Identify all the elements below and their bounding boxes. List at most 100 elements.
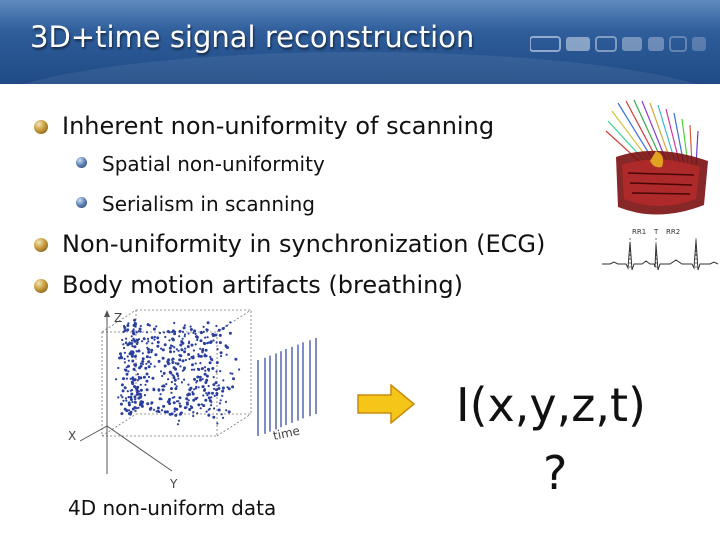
data-point xyxy=(188,357,191,361)
data-point xyxy=(151,342,154,345)
data-point xyxy=(152,388,156,392)
data-point xyxy=(145,379,149,383)
data-point xyxy=(214,381,218,385)
data-point xyxy=(127,401,131,405)
data-point xyxy=(158,331,162,335)
data-point xyxy=(127,396,130,399)
data-point xyxy=(216,348,219,351)
data-point xyxy=(178,404,182,408)
data-point xyxy=(133,368,136,371)
data-point xyxy=(145,355,149,359)
data-point xyxy=(195,385,198,388)
data-point xyxy=(182,326,186,330)
data-point xyxy=(226,346,229,349)
data-point xyxy=(145,362,148,365)
data-point xyxy=(205,374,209,378)
ecg-label-rr1: RR1 xyxy=(632,228,646,236)
data-point xyxy=(185,406,188,409)
data-point xyxy=(176,362,180,366)
data-point xyxy=(208,407,211,410)
data-point xyxy=(178,329,182,333)
data-point xyxy=(125,399,128,402)
data-point xyxy=(181,330,185,333)
data-point xyxy=(166,400,170,404)
slide-title: 3D+time signal reconstruction xyxy=(30,20,475,54)
data-point xyxy=(178,396,182,400)
data-point xyxy=(234,357,238,361)
data-point xyxy=(127,359,130,362)
data-point xyxy=(211,367,215,370)
data-point xyxy=(197,354,201,358)
data-point xyxy=(181,359,185,363)
data-point xyxy=(130,335,133,338)
data-point xyxy=(160,409,164,412)
data-point xyxy=(129,395,133,399)
data-point xyxy=(133,385,136,388)
data-point xyxy=(215,370,218,373)
data-point xyxy=(115,378,118,381)
data-point xyxy=(207,384,210,388)
data-point xyxy=(133,322,136,325)
data-point xyxy=(201,351,204,354)
data-point xyxy=(135,331,138,334)
data-point xyxy=(139,376,143,380)
data-point xyxy=(145,388,149,392)
data-point xyxy=(192,411,195,414)
data-point xyxy=(126,390,129,393)
data-point xyxy=(127,364,130,368)
data-point xyxy=(122,399,125,402)
data-point xyxy=(194,343,197,346)
data-point xyxy=(187,392,191,396)
data-point xyxy=(122,324,126,328)
data-point xyxy=(122,346,126,350)
data-point xyxy=(170,391,173,394)
data-point xyxy=(211,359,214,362)
data-point xyxy=(215,392,219,395)
data-point xyxy=(153,335,156,339)
data-point xyxy=(229,372,232,375)
data-point xyxy=(122,377,125,381)
data-point xyxy=(147,360,151,364)
data-point xyxy=(213,394,216,397)
data-point xyxy=(150,348,154,352)
data-point xyxy=(120,383,124,387)
data-point xyxy=(164,335,167,339)
data-point xyxy=(120,394,123,397)
data-point xyxy=(190,368,194,371)
data-point xyxy=(125,337,128,340)
data-point xyxy=(165,410,169,414)
data-point xyxy=(147,348,151,351)
data-point xyxy=(127,409,131,412)
data-point xyxy=(184,347,187,350)
data-point xyxy=(162,371,166,375)
data-point xyxy=(195,335,199,339)
data-point xyxy=(217,328,221,332)
data-point xyxy=(187,332,190,335)
data-point xyxy=(192,349,195,352)
bullet-gold-icon xyxy=(34,120,48,134)
data-point xyxy=(177,400,180,403)
data-point xyxy=(130,392,134,396)
data-point xyxy=(226,386,229,389)
data-point xyxy=(122,330,125,334)
data-point xyxy=(141,357,145,361)
data-point xyxy=(199,347,202,350)
data-point xyxy=(130,388,134,392)
data-point xyxy=(191,391,194,394)
data-point xyxy=(188,408,192,411)
data-point xyxy=(142,375,146,379)
data-point xyxy=(169,350,172,354)
title-bar: 3D+time signal reconstruction xyxy=(0,0,720,84)
data-point xyxy=(179,354,183,358)
data-point xyxy=(211,391,214,395)
data-point xyxy=(221,386,225,390)
data-point xyxy=(227,410,231,414)
data-point xyxy=(215,361,219,365)
data-point xyxy=(149,356,152,359)
data-point xyxy=(201,378,204,381)
data-point xyxy=(145,342,148,345)
axis-label-y: Y xyxy=(169,477,178,491)
data-point xyxy=(152,408,156,411)
data-point xyxy=(173,378,177,382)
data-point xyxy=(227,387,231,391)
